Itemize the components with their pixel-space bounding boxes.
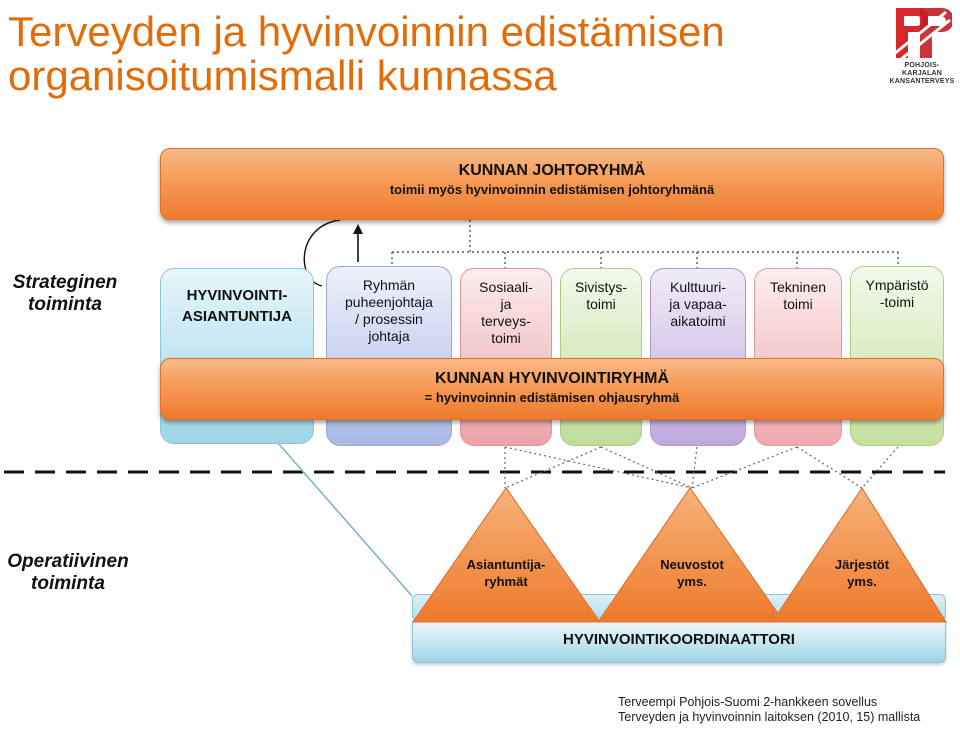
expert-to-coordinator-line [277, 442, 413, 597]
up-arrow-head [353, 224, 363, 234]
municipal-management-group-bar: KUNNAN JOHTORYHMÄ toimii myös hyvinvoinn… [160, 148, 944, 220]
footer-line-1: Terveempi Pohjois-Suomi 2-hankkeen sovel… [618, 695, 878, 709]
triangle-label-expert-groups: Asiantuntija- ryhmät [466, 557, 546, 589]
triangle-label-organizations: Järjestöt yms. [834, 557, 890, 589]
feedback-loop-line [303, 219, 341, 287]
management-group-subtitle: toimii myös hyvinvoinnin edistämisen joh… [389, 182, 715, 197]
management-group-title: KUNNAN JOHTORYHMÄ [458, 162, 646, 179]
title-line-2: organisoitumismalli kunnassa [8, 52, 557, 99]
municipal-wellbeing-group-bar: KUNNAN HYVINVOINTIRYHMÄ = hyvinvoinnin e… [160, 358, 944, 420]
logo-text-line-1: POHJOIS-KARJALAN [901, 62, 943, 77]
strategic-level-label: Strateginen toiminta [12, 272, 118, 315]
title-line-1: Terveyden ja hyvinvoinnin edistämisen [8, 8, 725, 55]
wellbeing-group-title: KUNNAN HYVINVOINTIRYHMÄ [434, 370, 670, 387]
source-footer: Terveempi Pohjois-Suomi 2-hankkeen sovel… [618, 695, 920, 725]
page-title: Terveyden ja hyvinvoinnin edistämisen or… [8, 10, 725, 98]
wellbeing-coordinator-bar: HYVINVOINTIKOORDINAATTORI [412, 617, 946, 663]
triangle-label-councils: Neuvostot yms. [660, 557, 724, 589]
footer-line-2: Terveyden ja hyvinvoinnin laitoksen (201… [618, 710, 921, 724]
organization-logo-icon [890, 4, 952, 62]
logo-text: POHJOIS-KARJALAN KANSANTERVEYS [886, 62, 958, 86]
operative-level-label: Operatiivinen toiminta [7, 551, 129, 594]
logo-text-line-2: KANSANTERVEYS [889, 78, 955, 85]
wellbeing-group-subtitle: = hyvinvoinnin edistämisen ohjausryhmä [424, 390, 680, 405]
